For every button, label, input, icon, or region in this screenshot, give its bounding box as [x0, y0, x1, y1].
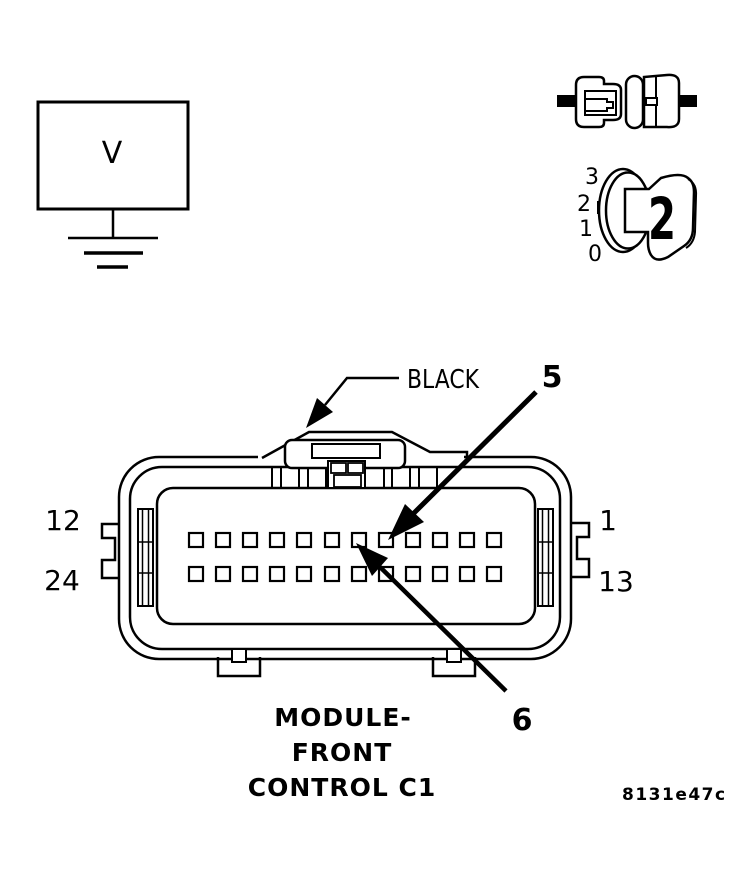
- connector-inner-shell: [128, 465, 562, 651]
- foot-left: [216, 657, 262, 678]
- latch-window: [311, 443, 381, 459]
- connector-color-label: BLACK: [407, 365, 480, 395]
- terminal-blade: [584, 98, 614, 112]
- pin-9: [268, 531, 286, 549]
- pin-7: [323, 531, 341, 549]
- pin-19: [323, 565, 341, 583]
- color-callout: BLACK: [306, 365, 480, 428]
- voltmeter-icon: V: [36, 100, 190, 269]
- lock-strip-right: [537, 508, 554, 607]
- lock-strip-left: [137, 508, 154, 607]
- pin-18: [350, 565, 368, 583]
- foot-notch-left: [231, 648, 247, 663]
- connector-half-right-cap: [624, 74, 645, 130]
- pin6-leader-line: [378, 565, 508, 693]
- value-tag-edge: [685, 178, 698, 249]
- pin-10: [241, 531, 259, 549]
- scale-value: 2: [648, 185, 676, 253]
- pin5-leader-line: [412, 390, 538, 515]
- wire-stub-left: [557, 95, 576, 107]
- pin-14: [458, 565, 476, 583]
- pin-20: [295, 565, 313, 583]
- pin-23: [214, 565, 232, 583]
- secondary-lock: [327, 460, 366, 489]
- pin-number-bottom-right: 13: [598, 565, 634, 598]
- pin-4: [404, 531, 422, 549]
- caption-line-1: MODULE-: [274, 703, 412, 732]
- lock-comb: [271, 468, 438, 487]
- pin-1: [485, 531, 503, 549]
- pin6-callout: 6: [356, 543, 532, 738]
- meter-scale-icon: 3 2 1 0 2: [577, 165, 698, 267]
- pin-22: [241, 565, 259, 583]
- connector-drawing: 12 24 1 13: [44, 430, 634, 678]
- voltmeter-symbol: V: [102, 136, 123, 171]
- scale-tick-0: 0: [588, 242, 602, 267]
- pin-16: [404, 565, 422, 583]
- scale-tick-3: 3: [585, 165, 599, 190]
- pin-12: [187, 531, 205, 549]
- latch-hood: [261, 430, 469, 460]
- caption-line-2: FRONT: [292, 738, 393, 767]
- color-arrowhead-icon: [306, 398, 333, 428]
- color-leader-line: [324, 376, 399, 406]
- mount-tab-left: [100, 522, 119, 580]
- pin5-arrowhead-icon: [388, 504, 424, 540]
- pin6-label: 6: [512, 703, 533, 738]
- pin-number-top-right: 1: [599, 504, 617, 537]
- pin-8: [295, 531, 313, 549]
- value-tag: [623, 173, 696, 261]
- pin-cavity: [155, 486, 537, 626]
- foot-notch-right: [446, 648, 462, 663]
- pin-5: [377, 531, 395, 549]
- pin-15: [431, 565, 449, 583]
- pin-3: [431, 531, 449, 549]
- figure-code: 8131e47c: [622, 785, 727, 805]
- connector-half-right-body: [642, 73, 681, 129]
- pin-11: [214, 531, 232, 549]
- pin-17: [377, 565, 395, 583]
- pin-24: [187, 565, 205, 583]
- wire-stub-right: [678, 95, 697, 107]
- scale-tick-1: 1: [579, 217, 593, 242]
- pin-grid: [187, 531, 503, 583]
- pin-13: [485, 565, 503, 583]
- pin-2: [458, 531, 476, 549]
- inline-connector-icon: [557, 73, 697, 130]
- pin5-callout: 5: [388, 360, 562, 540]
- pin-number-top-left: 12: [45, 504, 81, 537]
- pin-number-bottom-left: 24: [44, 564, 80, 597]
- connector-caption: MODULE- FRONT CONTROL C1: [248, 703, 436, 802]
- caption-line-3: CONTROL C1: [248, 773, 436, 802]
- terminal-slot: [645, 97, 658, 106]
- mount-tab-right: [571, 521, 591, 579]
- pin5-label: 5: [542, 360, 563, 395]
- foot-right: [431, 657, 477, 678]
- scale-tick-2: 2: [577, 192, 591, 217]
- ground-icon: [68, 236, 158, 269]
- pin6-arrowhead-icon: [356, 543, 388, 576]
- pin-21: [268, 565, 286, 583]
